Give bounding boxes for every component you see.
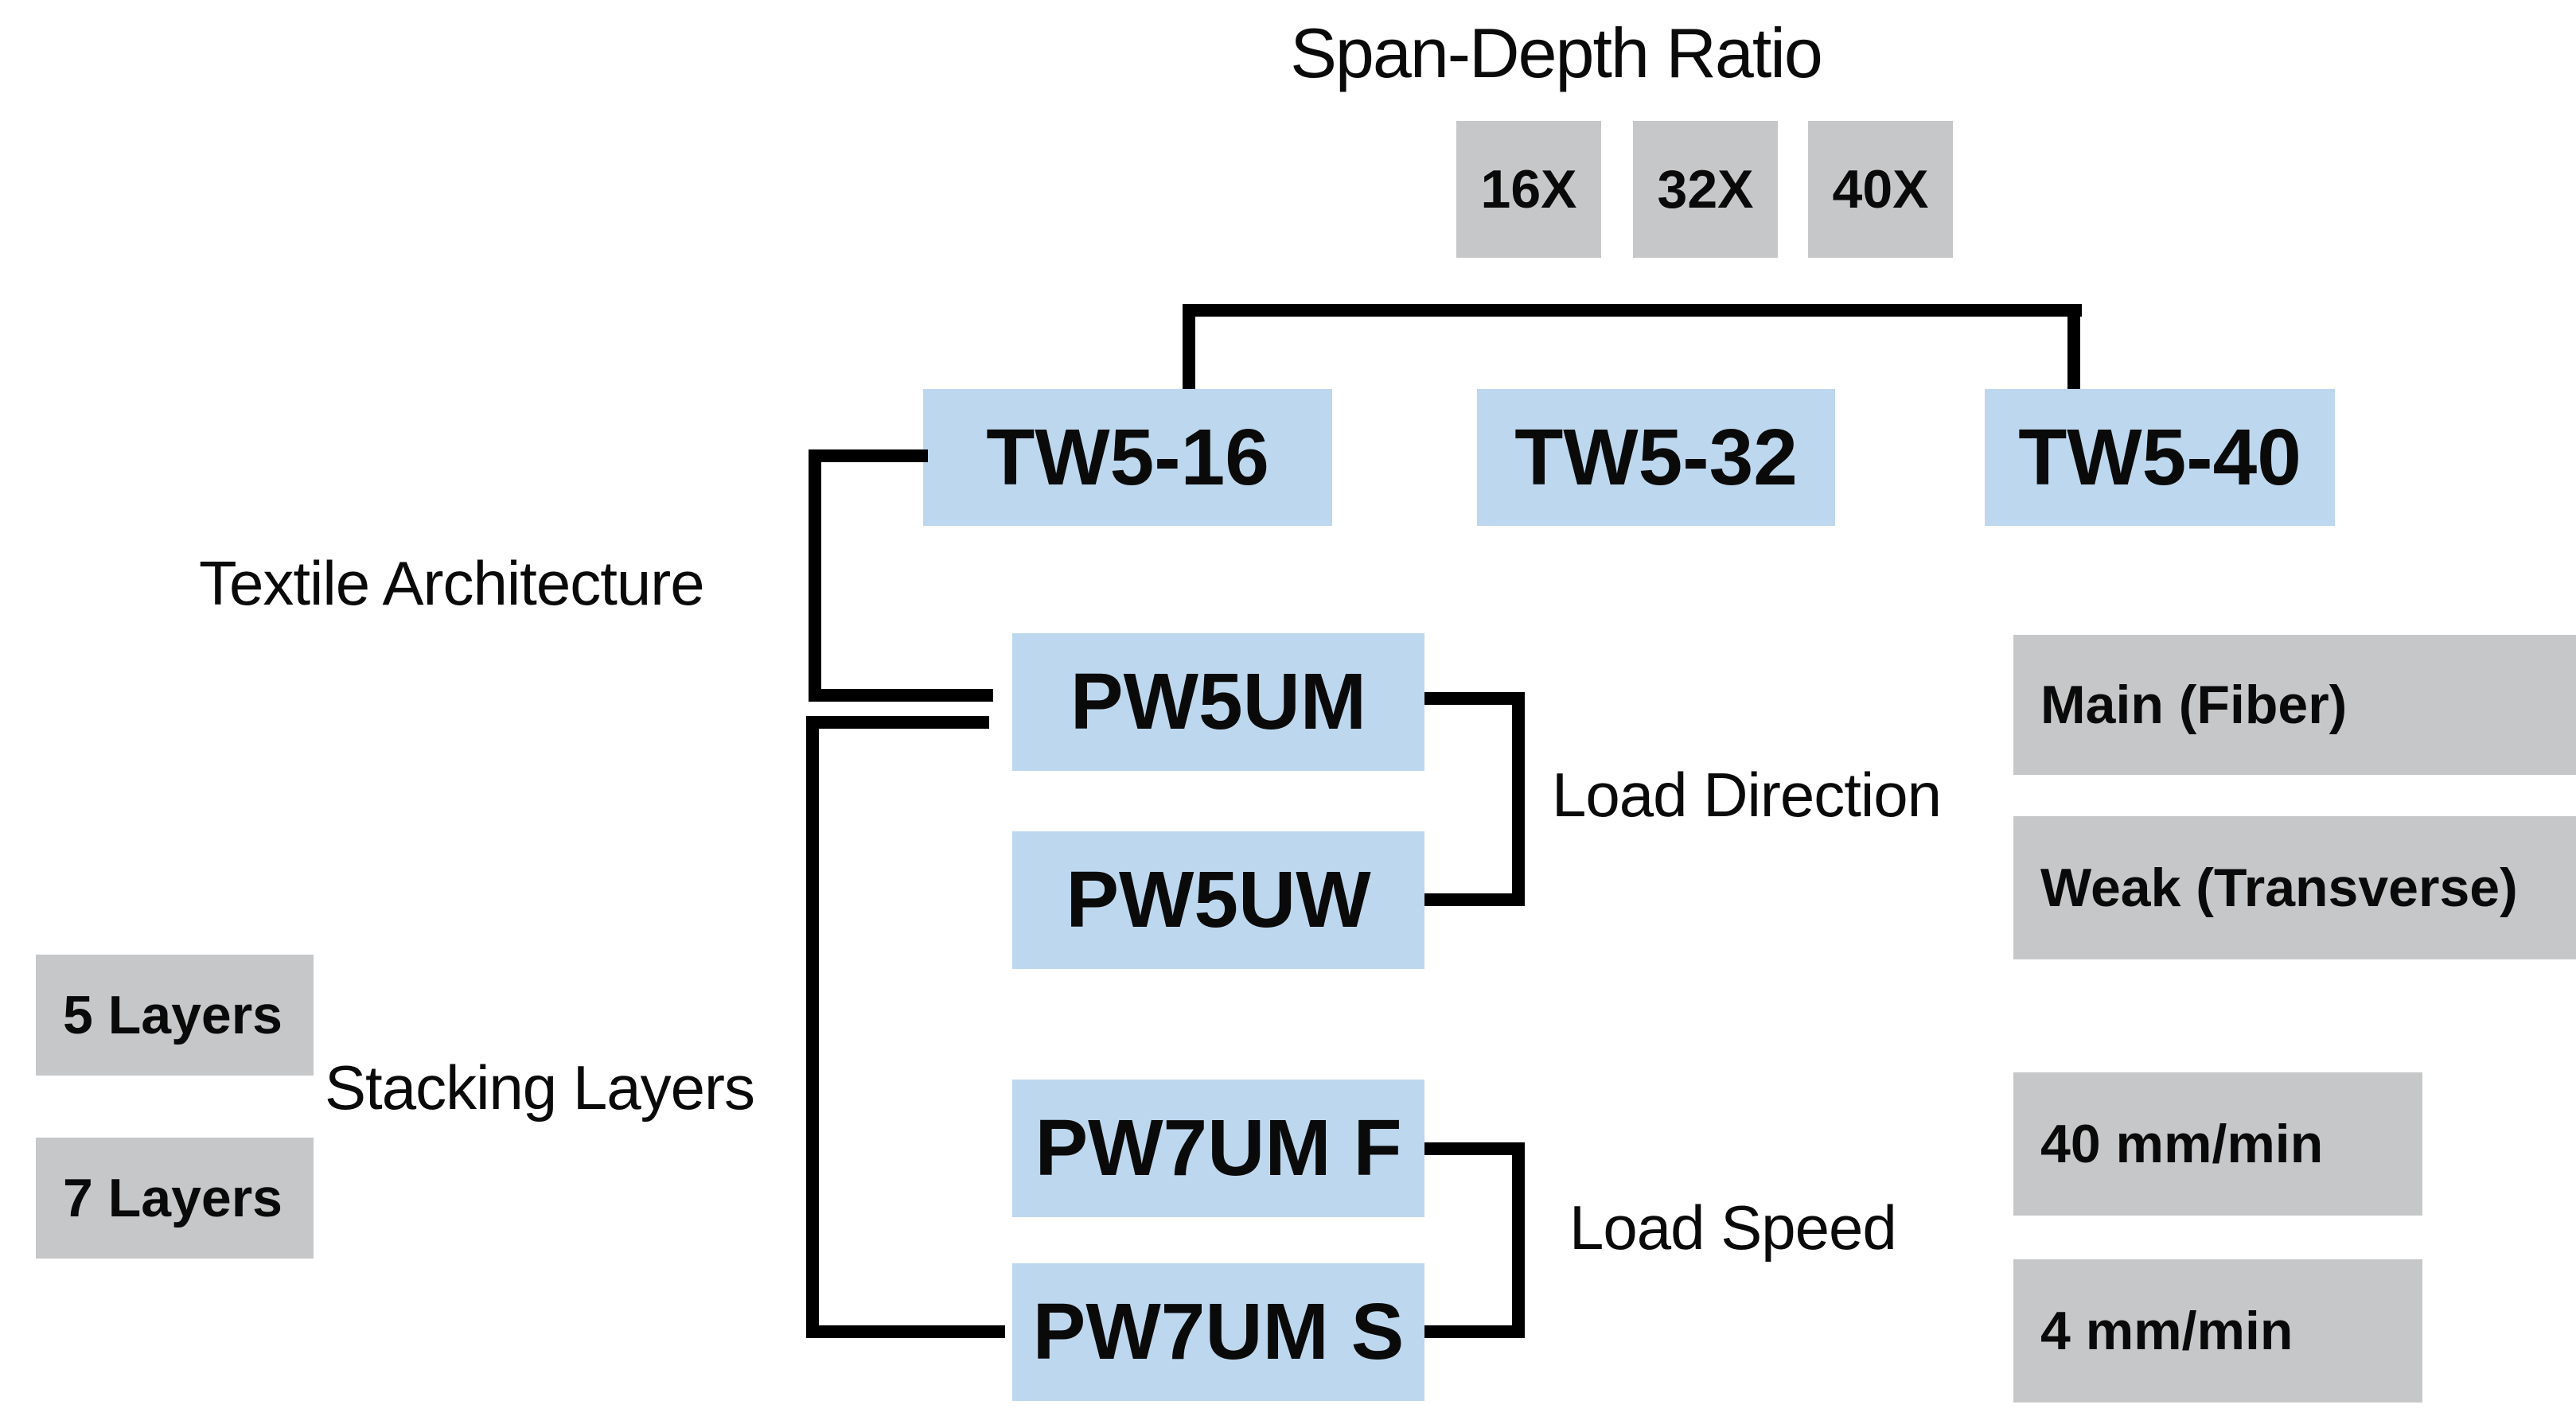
option-box-40-mm-min: 40 mm/min xyxy=(2013,1072,2422,1216)
stacking-bracket-vertical-line xyxy=(806,716,819,1338)
load-direction-bracket-bottom-arm-line xyxy=(1424,893,1525,906)
load-direction-bracket-top-arm-line xyxy=(1424,692,1525,705)
textile-architecture-label: Textile Architecture xyxy=(199,548,705,618)
load-speed-bracket-top-arm-line xyxy=(1424,1142,1525,1155)
box-pw5um: PW5UM xyxy=(1012,633,1424,771)
box-tw5-32: TW5-32 xyxy=(1477,389,1835,526)
textile-bracket-top-arm-line xyxy=(809,449,928,462)
textile-bracket-vertical-line xyxy=(809,449,821,702)
ratio-box-40x: 40X xyxy=(1808,121,1953,258)
span-depth-ratio-title: Span-Depth Ratio xyxy=(1290,14,1823,92)
ratio-box-32x: 32X xyxy=(1633,121,1778,258)
load-speed-label: Load Speed xyxy=(1569,1193,1897,1263)
stacking-bracket-bottom-arm-line xyxy=(806,1325,1005,1338)
option-box-main-fiber: Main (Fiber) xyxy=(2013,635,2576,775)
option-box-7-layers: 7 Layers xyxy=(36,1138,314,1259)
box-tw5-16: TW5-16 xyxy=(923,389,1332,526)
box-pw7um-f: PW7UM F xyxy=(1012,1080,1424,1217)
load-direction-label: Load Direction xyxy=(1552,760,1942,830)
load-speed-bracket-bottom-arm-line xyxy=(1424,1325,1525,1338)
option-box-weak-transverse: Weak (Transverse) xyxy=(2013,816,2576,959)
top-bracket-right-line xyxy=(2067,304,2080,393)
top-bracket-left-line xyxy=(1183,304,1195,393)
option-box-4-mm-min: 4 mm/min xyxy=(2013,1259,2422,1403)
box-pw5uw: PW5UW xyxy=(1012,831,1424,969)
ratio-box-16x: 16X xyxy=(1456,121,1601,258)
box-tw5-40: TW5-40 xyxy=(1985,389,2335,526)
box-pw7um-s: PW7UM S xyxy=(1012,1263,1424,1401)
textile-bracket-bottom-arm-line xyxy=(809,689,993,702)
stacking-bracket-top-arm-line xyxy=(806,716,989,729)
load-direction-bracket-vertical-line xyxy=(1512,692,1525,906)
top-bracket-horizontal-line xyxy=(1183,304,2082,317)
stacking-layers-label: Stacking Layers xyxy=(325,1052,755,1122)
option-box-5-layers: 5 Layers xyxy=(36,955,314,1076)
load-speed-bracket-vertical-line xyxy=(1512,1142,1525,1338)
